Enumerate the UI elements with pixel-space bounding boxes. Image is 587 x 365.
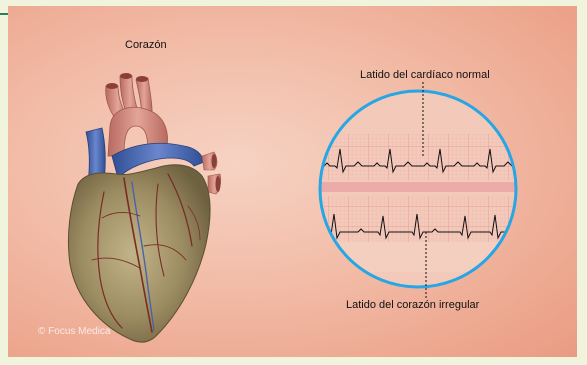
heart-ecg-illustration: [8, 6, 577, 357]
heart-illustration: [68, 73, 220, 342]
heart-label: Corazón: [125, 39, 167, 51]
heart-body: [68, 165, 210, 342]
irregular-beat-label: Latido del corazón irregular: [346, 299, 479, 311]
ecg-magnifier: [308, 82, 538, 300]
watermark: © Focus Medica: [38, 326, 110, 337]
ecg-strip-separator: [308, 182, 538, 192]
illustration-panel: Corazón Latido del cardíaco normal Latid…: [8, 6, 577, 357]
normal-beat-label: Latido del cardíaco normal: [360, 69, 490, 81]
